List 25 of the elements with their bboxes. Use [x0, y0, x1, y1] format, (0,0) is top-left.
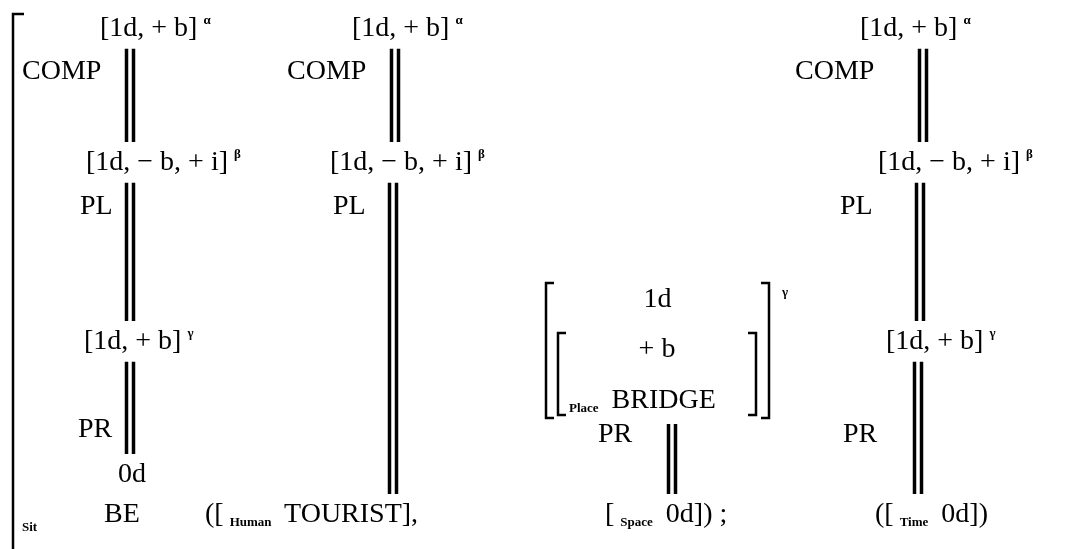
feature-expression: [1d, + b]$^{γ}$ — [84, 325, 194, 356]
double-line-connector — [387, 181, 399, 496]
feature-expression: [1d, + b]$^{α}$ — [100, 12, 211, 43]
feature-text: 1d — [643, 283, 672, 314]
function-name: BE — [104, 498, 140, 529]
feature-expression: [1d, − b, + i]$^{β}$ — [86, 146, 241, 177]
index-superscript: γ — [782, 285, 789, 300]
double-line-connector — [124, 360, 136, 456]
feature-expression: [1d, − b, + i]$^{β}$ — [878, 146, 1033, 177]
feature-expression: [$_{Space}$ 0d]) ; — [605, 498, 728, 530]
double-line-connector — [914, 181, 926, 323]
double-line-connector — [917, 47, 929, 144]
double-line-connector — [124, 181, 136, 323]
feature-expression: [1d, + b]$^{α}$ — [352, 12, 463, 43]
category-subscript: Sit — [22, 520, 38, 535]
double-line-connector — [912, 360, 924, 496]
feature-expression: ([$_{Time}$ 0d]) — [875, 498, 988, 530]
feature-expression: [1d, − b, + i]$^{β}$ — [330, 146, 485, 177]
feature-expression: 0d — [118, 458, 146, 489]
double-line-connector — [124, 47, 136, 144]
feature-expression: [1d, + b]$^{γ}$ — [886, 325, 996, 356]
double-line-connector — [389, 47, 401, 144]
feature-expression: [1d, + b]$^{α}$ — [860, 12, 971, 43]
double-line-connector — [666, 422, 678, 496]
feature-expression: ([$_{Human}$ TOURIST], — [205, 498, 419, 530]
